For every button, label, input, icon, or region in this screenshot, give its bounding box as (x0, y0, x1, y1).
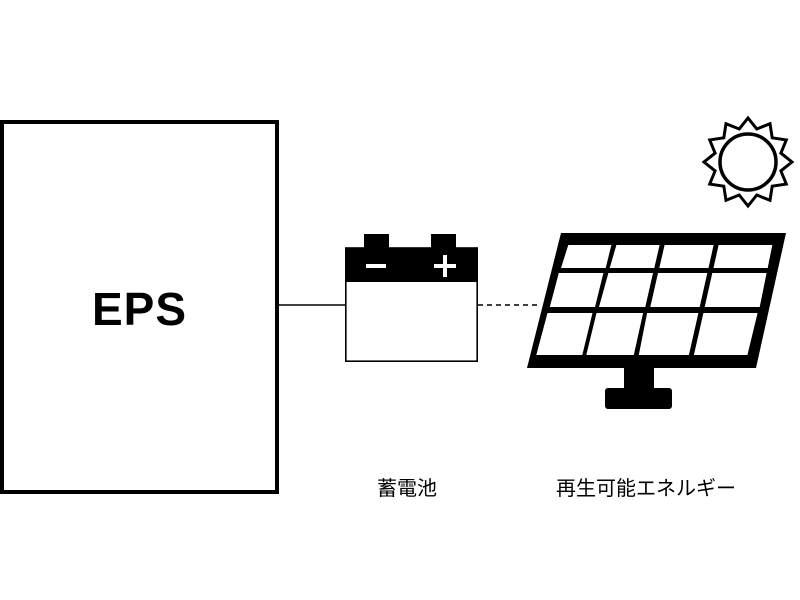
eps-label: EPS (91, 283, 188, 335)
battery-icon (344, 234, 478, 362)
sun-icon (701, 115, 795, 209)
eps-box: EPS (0, 120, 279, 494)
solar-panel-icon (527, 233, 786, 409)
battery-negative-terminal-mark (366, 264, 386, 268)
solar-caption: 再生可能エネルギー (556, 476, 736, 500)
battery-caption: 蓄電池 (377, 476, 437, 500)
